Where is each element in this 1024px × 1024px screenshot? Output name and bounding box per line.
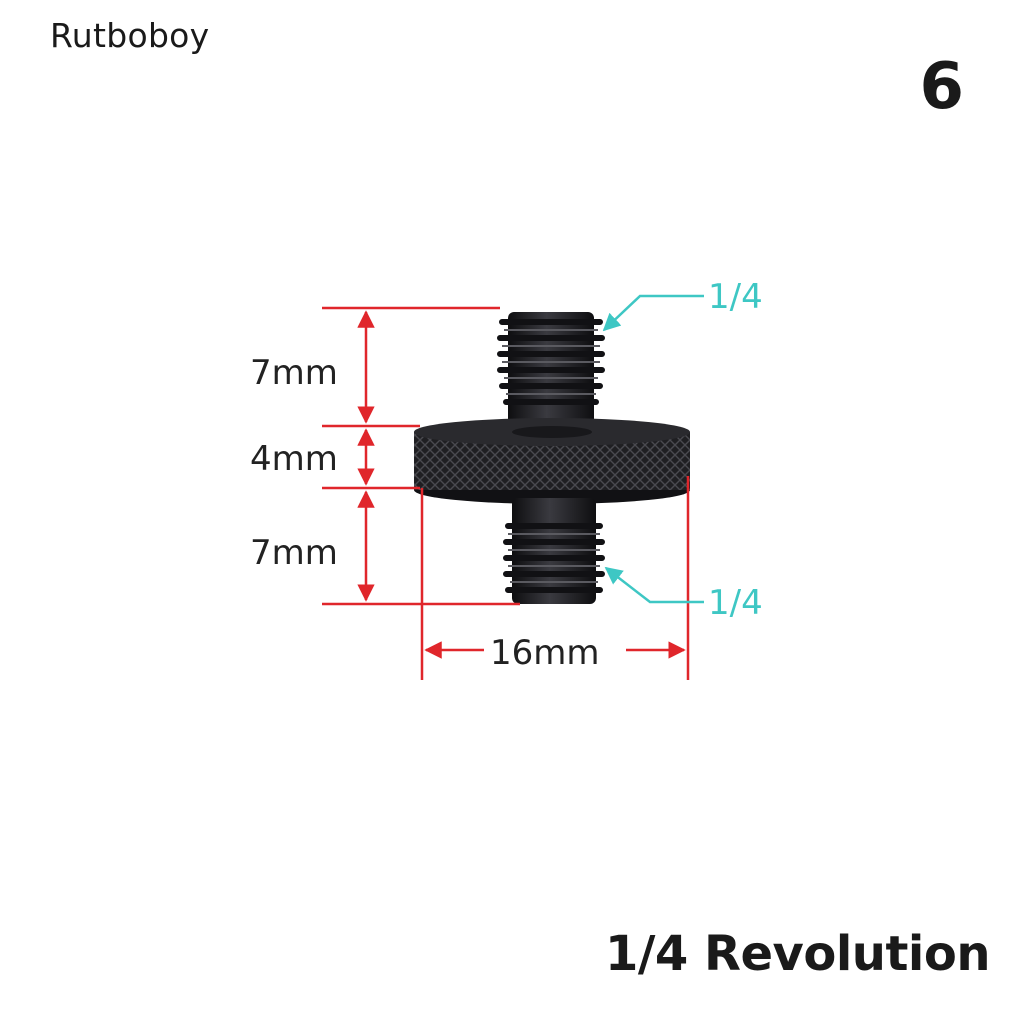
knob-thickness-label: 4mm <box>250 439 338 479</box>
top-thread-size-label: 1/4 <box>708 277 763 317</box>
brand-logo: Rutboboy <box>50 16 210 55</box>
product-caption: 1/4 Revolution <box>605 926 991 982</box>
top-thread-length-label: 7mm <box>250 353 338 393</box>
variant-number: 6 <box>919 50 964 124</box>
dimension-lines <box>322 306 690 680</box>
screw-adapter-icon <box>414 312 690 604</box>
thread-callout-lines <box>602 294 704 604</box>
knurled-knob-icon <box>414 418 690 504</box>
bottom-thread-icon <box>503 498 605 604</box>
top-thread-icon <box>497 312 605 430</box>
bottom-thread-size-label: 1/4 <box>708 583 763 623</box>
knob-diameter-label: 16mm <box>490 633 600 673</box>
bottom-thread-length-label: 7mm <box>250 533 338 573</box>
